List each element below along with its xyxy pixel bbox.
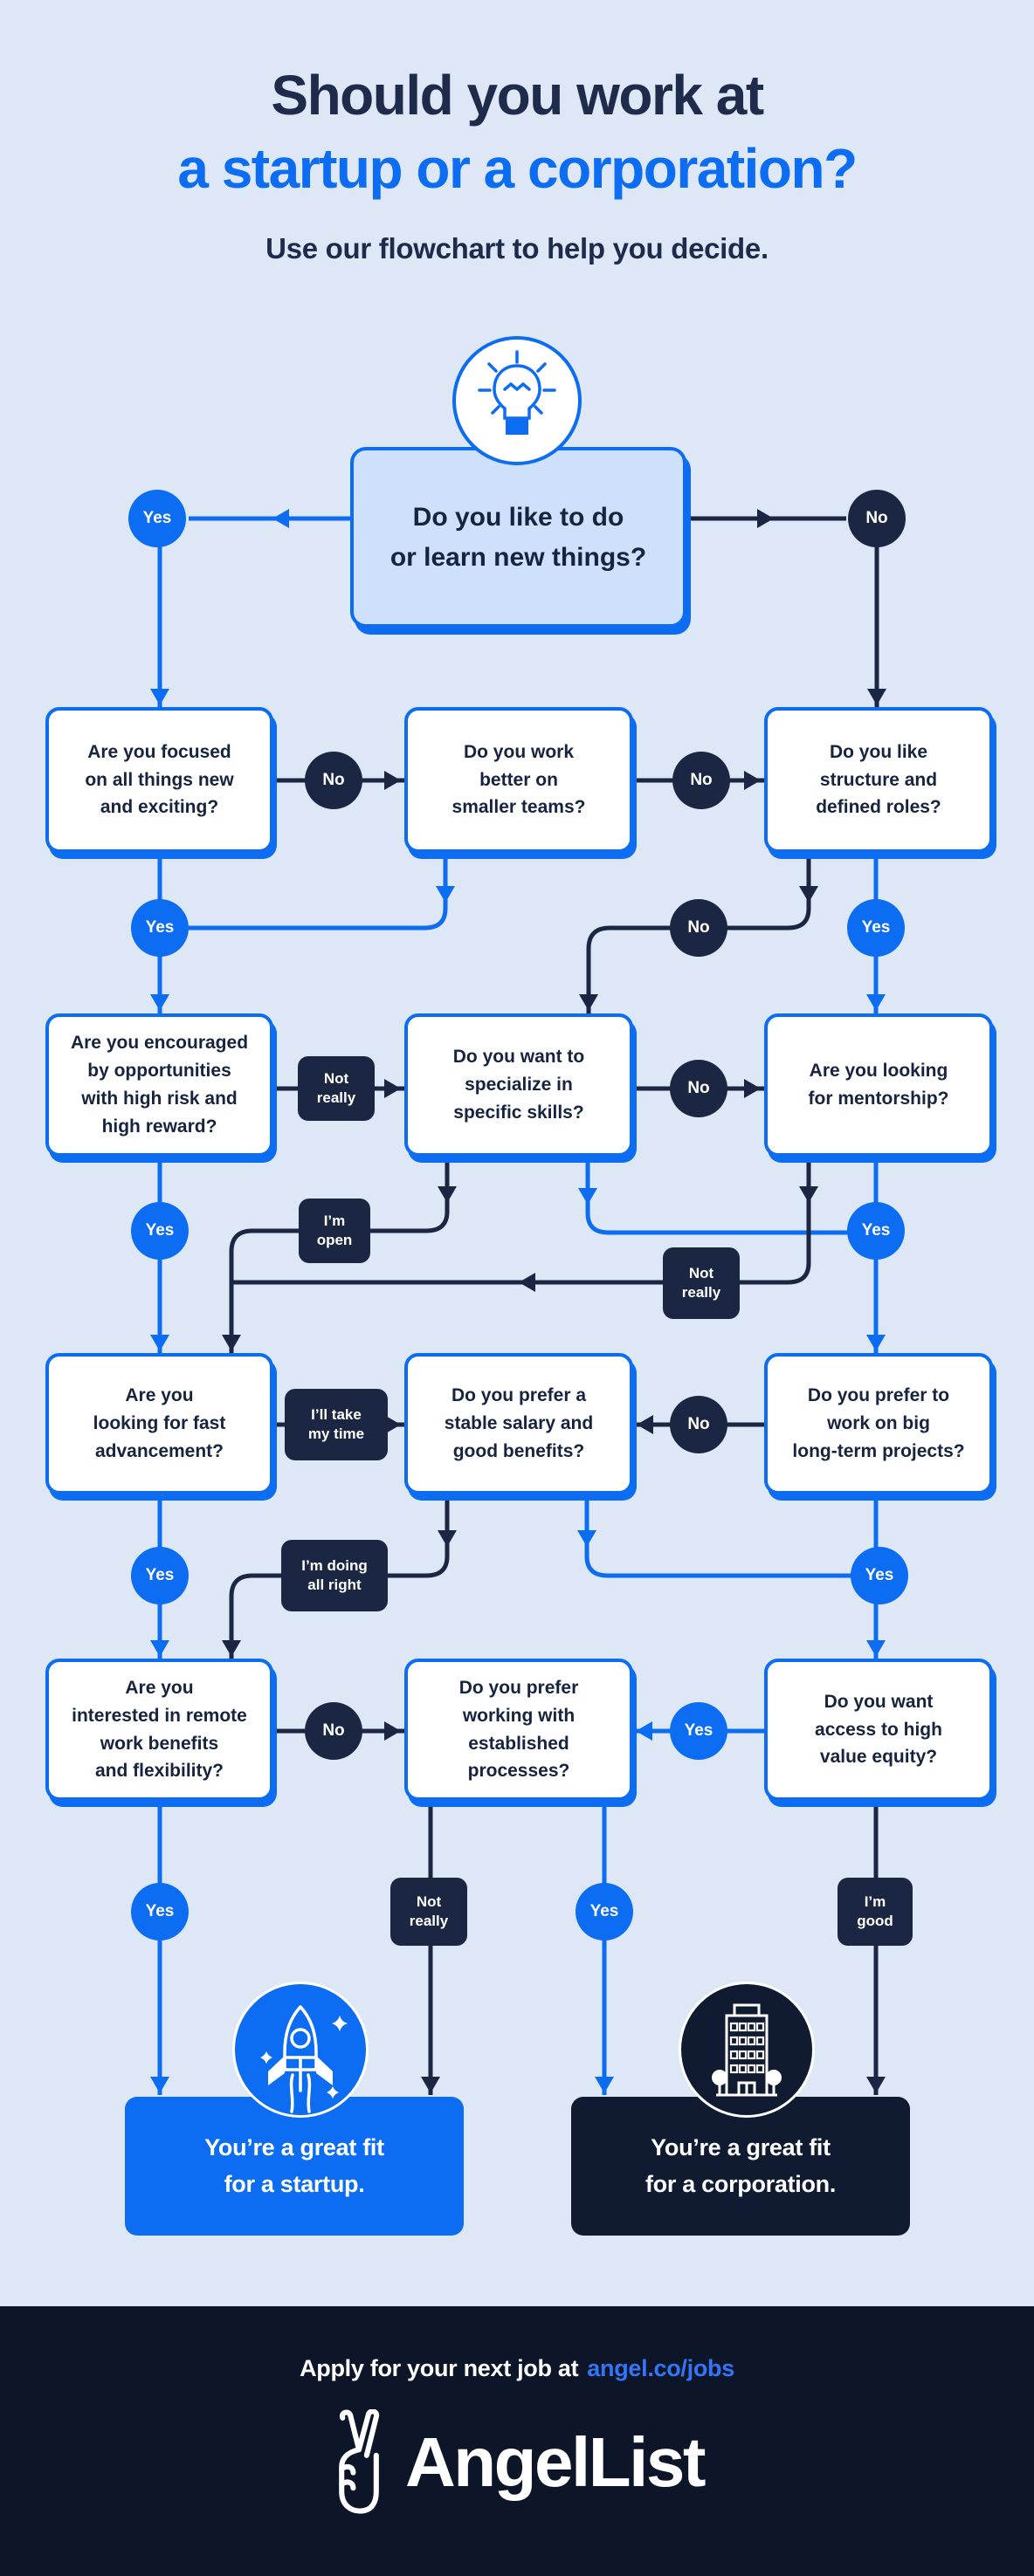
question-box-focused-new: Are you focused on all things new and ex… — [45, 707, 273, 853]
rocket-icon — [260, 2005, 348, 2113]
page-title-line2: a startup or a corporation? — [177, 137, 858, 200]
decision-circle-yes-9: Yes — [131, 1883, 189, 1941]
building-icon — [712, 2003, 782, 2097]
result-corporation-line2-prefix: for a — [645, 2170, 702, 2197]
decision-circle-yes-4: Yes — [131, 1202, 189, 1260]
lightbulb-icon — [478, 350, 556, 435]
result-startup-line2-prefix: for a — [224, 2170, 280, 2197]
decision-circle-yes-7: Yes — [851, 1547, 908, 1604]
page-subtitle: Use our flowchart to help you decide. — [265, 232, 769, 264]
question-box-specialize: Do you want to specialize in specific sk… — [404, 1013, 633, 1157]
result-corporation-line2-suffix: . — [829, 2170, 837, 2197]
decision-circle-yes-2: Yes — [131, 899, 189, 957]
decision-circle-yes-3: Yes — [847, 899, 905, 957]
decision-label-not-really-1: Not really — [298, 1056, 375, 1121]
question-box-established: Do you prefer working with established p… — [404, 1659, 633, 1801]
decision-circle-yes-5: Yes — [847, 1202, 905, 1260]
result-corporation-line2-bold: corporation — [701, 2170, 830, 2197]
decision-circle-yes-8: Yes — [670, 1702, 727, 1760]
question-box-equity: Do you want access to high value equity? — [764, 1659, 993, 1801]
lightbulb-badge — [452, 336, 582, 465]
footer-apply-link[interactable]: angel.co/jobs — [587, 2355, 734, 2381]
decision-label-im-good: I’m good — [838, 1878, 913, 1946]
decision-circle-yes-1: Yes — [128, 490, 186, 547]
question-box-stable-salary: Do you prefer a stable salary and good b… — [404, 1353, 633, 1494]
startup-badge — [232, 1982, 369, 2118]
decision-label-im-open: I’m open — [299, 1199, 370, 1263]
result-startup-line2: for a startup. — [224, 2167, 365, 2203]
question-box-remote-work: Are you interested in remote work benefi… — [45, 1659, 273, 1801]
peace-hand-icon — [339, 2409, 380, 2514]
decision-label-not-really-3: Not really — [390, 1878, 467, 1946]
decision-circle-no-3: No — [672, 752, 730, 809]
brand-logo: AngelList — [330, 2409, 706, 2515]
decision-label-ill-take-my-time: I’ll take my time — [285, 1389, 388, 1460]
dark-arrowheads — [222, 509, 886, 2093]
footer-apply-text: Apply for your next job at — [300, 2355, 579, 2381]
page-title-line1: Should you work at — [271, 64, 764, 127]
decision-circle-no-6: No — [670, 1396, 727, 1453]
decision-circle-no-7: No — [305, 1702, 362, 1760]
brand-wordmark: AngelList — [405, 2422, 706, 2501]
question-box-high-risk: Are you encouraged by opportunities with… — [45, 1013, 273, 1157]
question-box-structure-roles: Do you like structure and defined roles? — [764, 707, 993, 853]
footer-apply-line: Apply for your next job at angel.co/jobs — [0, 2355, 1034, 2382]
question-box-fast-advancement: Are you looking for fast advancement? — [45, 1353, 273, 1494]
result-startup-line2-suffix: . — [358, 2170, 365, 2197]
question-box-smaller-teams: Do you work better on smaller teams? — [404, 707, 633, 853]
result-corporation-line1: You’re a great fit — [651, 2133, 831, 2160]
decision-circle-no-1: No — [848, 490, 906, 547]
result-startup-line1: You’re a great fit — [204, 2133, 384, 2160]
corporation-badge — [679, 1982, 815, 2118]
decision-circle-no-2: No — [305, 752, 362, 809]
question-box-mentorship: Are you looking for mentorship? — [764, 1013, 993, 1157]
question-box-long-term: Do you prefer to work on big long-term p… — [764, 1353, 993, 1494]
question-box-main: Do you like to do or learn new things? — [350, 447, 686, 628]
result-corporation: You’re a great fit for a corporation. — [571, 2097, 910, 2236]
decision-circle-yes-6: Yes — [131, 1547, 189, 1604]
blue-arrowheads — [150, 509, 886, 2093]
decision-label-im-doing-all-right: I’m doing all right — [281, 1540, 388, 1611]
result-startup: You’re a great fit for a startup. — [125, 2097, 464, 2236]
decision-circle-no-5: No — [670, 1060, 727, 1117]
decision-circle-yes-10: Yes — [576, 1883, 633, 1941]
result-corporation-line2: for a corporation. — [645, 2167, 836, 2203]
decision-circle-no-4: No — [670, 899, 727, 957]
decision-label-not-really-2: Not really — [663, 1247, 740, 1319]
result-startup-line2-bold: startup — [279, 2170, 359, 2197]
